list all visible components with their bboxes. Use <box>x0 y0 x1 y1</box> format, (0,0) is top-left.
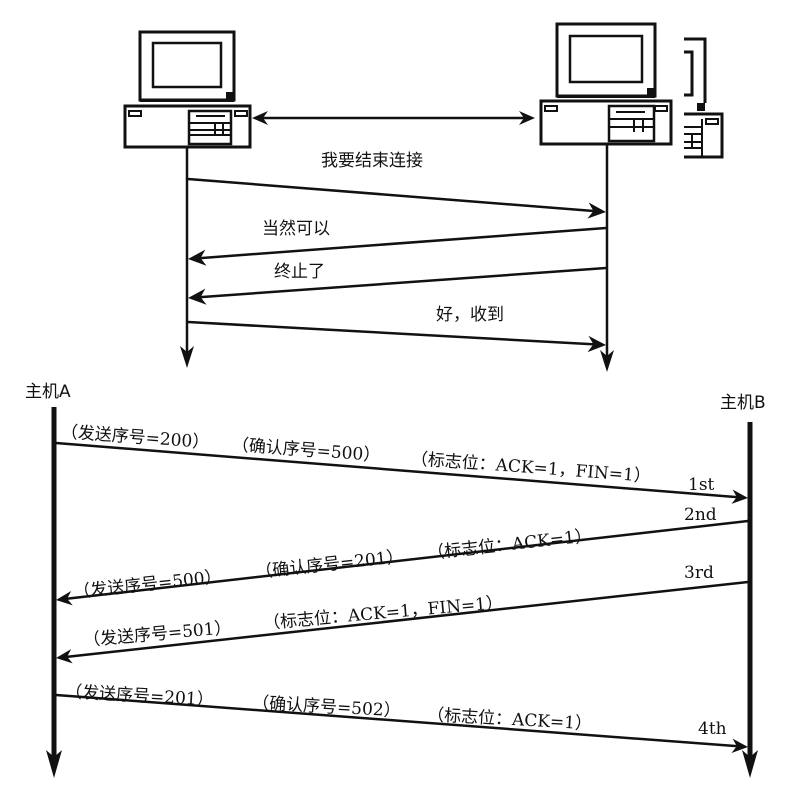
top-timeline-left <box>180 148 194 368</box>
message-label: 当然可以 <box>262 219 330 239</box>
message-label: 好，收到 <box>436 305 504 325</box>
connection-link <box>252 111 535 125</box>
message-arrow <box>187 320 606 353</box>
arrowhead-icon <box>188 288 207 305</box>
computer-icon <box>123 30 252 149</box>
segment-arrow <box>55 441 748 504</box>
message-label: 我要结束连接 <box>321 151 423 171</box>
arrowhead-icon <box>188 249 207 266</box>
message-label: 终止了 <box>274 262 325 282</box>
segment-arrow <box>55 693 748 753</box>
host-b-timeline <box>742 422 758 778</box>
segment-arrow <box>56 580 749 664</box>
host-a-timeline <box>46 407 62 778</box>
arrowhead-icon <box>587 335 606 353</box>
server-stack-icon <box>684 37 724 159</box>
arrowhead-icon <box>56 649 73 664</box>
segment-arrow <box>56 519 749 606</box>
message-arrow <box>187 177 606 219</box>
step-label: 3rd <box>684 563 714 583</box>
computer-icon <box>539 22 673 146</box>
step-label: 4th <box>698 719 727 739</box>
arrowhead-icon <box>56 591 73 606</box>
message-arrow <box>188 226 607 266</box>
message-arrow <box>188 266 607 305</box>
step-label: 2nd <box>684 505 717 525</box>
arrowhead-icon <box>731 489 748 504</box>
arrowhead-icon <box>587 202 606 219</box>
host-a-label: 主机A <box>25 382 71 402</box>
top-timeline-right <box>600 145 614 372</box>
arrowhead-icon <box>731 738 748 753</box>
step-label: 1st <box>688 475 715 495</box>
host-b-label: 主机B <box>720 393 766 413</box>
